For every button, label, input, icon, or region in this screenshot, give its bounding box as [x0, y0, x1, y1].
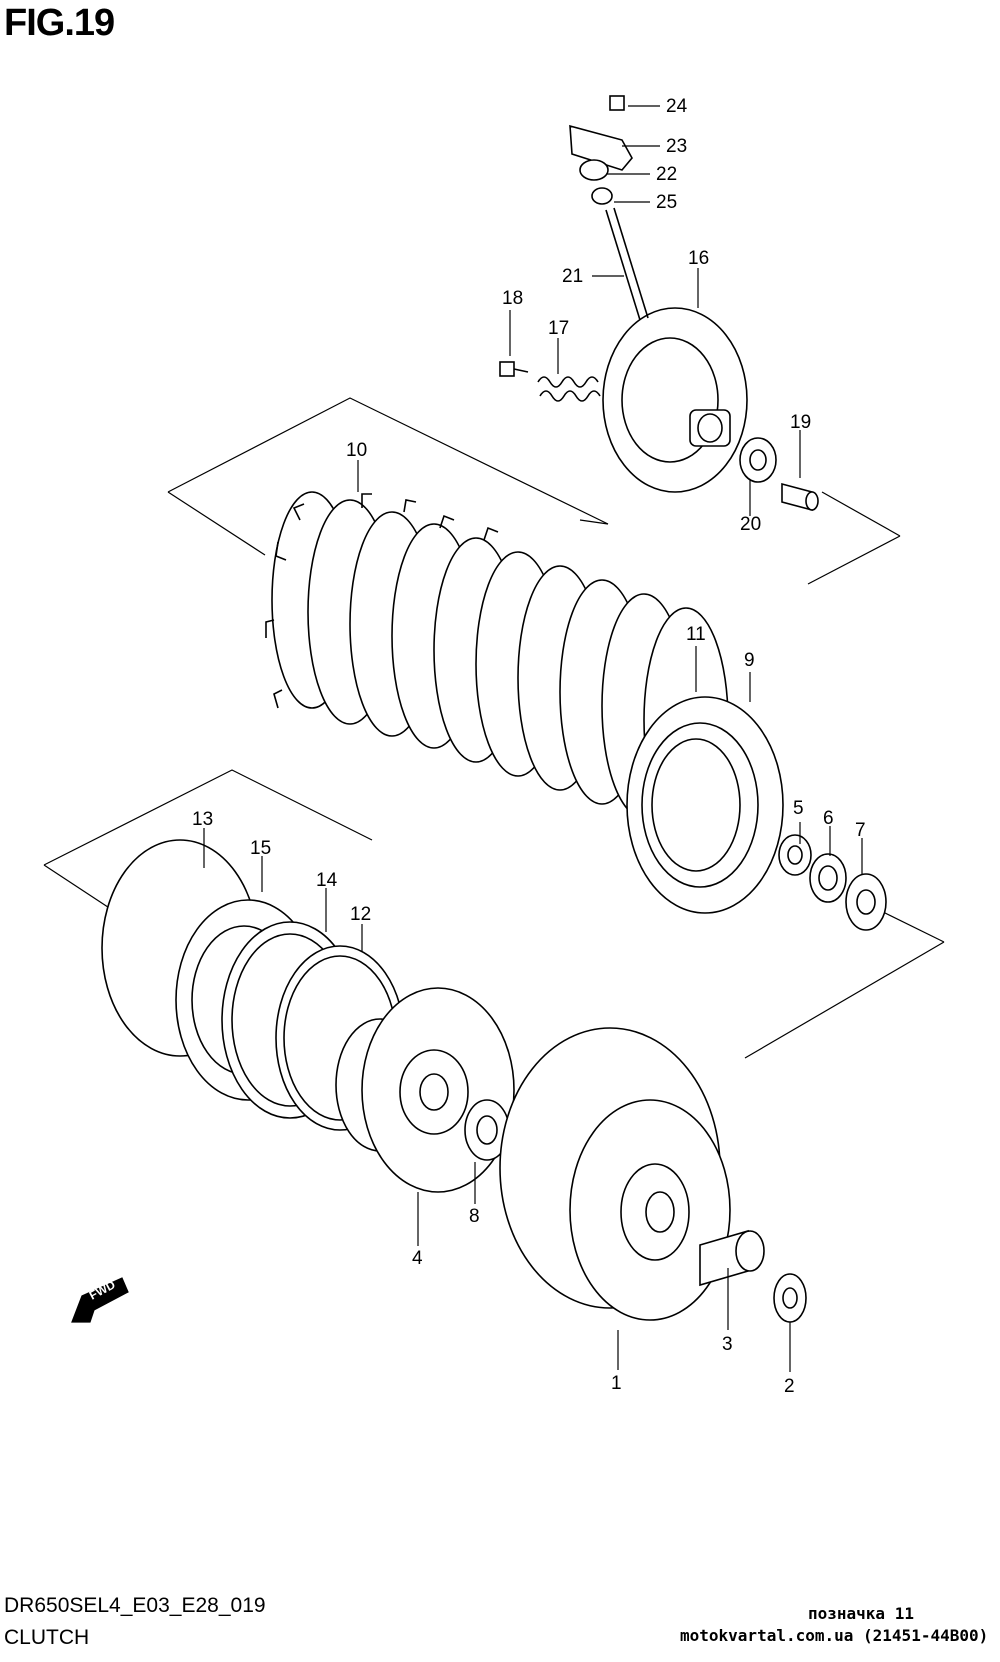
callout-22: 22 [656, 164, 677, 185]
callout-16: 16 [688, 248, 709, 269]
model-code: DR650SEL4_E03_E28_019 [4, 1594, 266, 1617]
callout-6: 6 [823, 808, 834, 829]
callout-1: 1 [611, 1373, 622, 1394]
lock-washer-7 [845, 873, 887, 931]
callout-18: 18 [502, 288, 523, 309]
watermark-line-1: позначка 11 [808, 1604, 914, 1623]
callout-2: 2 [784, 1376, 795, 1397]
callout-3: 3 [722, 1334, 733, 1355]
callout-11: 11 [686, 624, 706, 645]
callout-25: 25 [656, 192, 677, 213]
figure-title: FIG.19 [4, 2, 115, 44]
bearing-20 [739, 437, 777, 483]
release-rod-21 [605, 207, 649, 321]
section-name: CLUTCH [4, 1626, 90, 1649]
callout-8: 8 [469, 1206, 480, 1227]
spacer-3 [699, 1229, 765, 1287]
clutch-part-9 [626, 696, 784, 914]
spring-17 [537, 376, 601, 402]
clutch-housing-1 [499, 1027, 731, 1321]
callout-19: 19 [790, 412, 811, 433]
callout-10: 10 [346, 440, 367, 461]
pin-19 [781, 482, 819, 512]
leader-lines [203, 105, 863, 1372]
callout-21: 21 [562, 266, 583, 287]
release-arm-23 [569, 95, 633, 171]
callout-24: 24 [666, 96, 688, 117]
forward-arrow-icon: FWD [71, 1277, 129, 1323]
callouts: 1 2 3 4 5 6 7 8 9 10 11 12 13 14 15 16 1… [192, 96, 866, 1397]
callout-17: 17 [548, 318, 569, 339]
pressure-plate-16 [602, 307, 748, 493]
callout-23: 23 [666, 136, 687, 157]
nut-5 [778, 834, 812, 876]
callout-7: 7 [855, 820, 866, 841]
callout-4: 4 [412, 1248, 423, 1269]
clutch-plate-stack [265, 491, 729, 833]
nut-22 [579, 159, 609, 181]
plate-stack-frame [167, 397, 901, 585]
callout-13: 13 [192, 809, 213, 830]
callout-20: 20 [740, 514, 761, 535]
watermark-line-2: motokvartal.com.ua (21451-44B00) [680, 1626, 989, 1645]
callout-5: 5 [793, 798, 804, 819]
thrust-washer-2 [773, 1273, 807, 1323]
callout-9: 9 [744, 650, 755, 671]
washer-25 [591, 187, 613, 205]
callout-12: 12 [350, 904, 371, 925]
washer-6 [809, 853, 847, 903]
callout-15: 15 [250, 838, 271, 859]
bolt-18 [499, 361, 529, 377]
callout-14: 14 [316, 870, 338, 891]
